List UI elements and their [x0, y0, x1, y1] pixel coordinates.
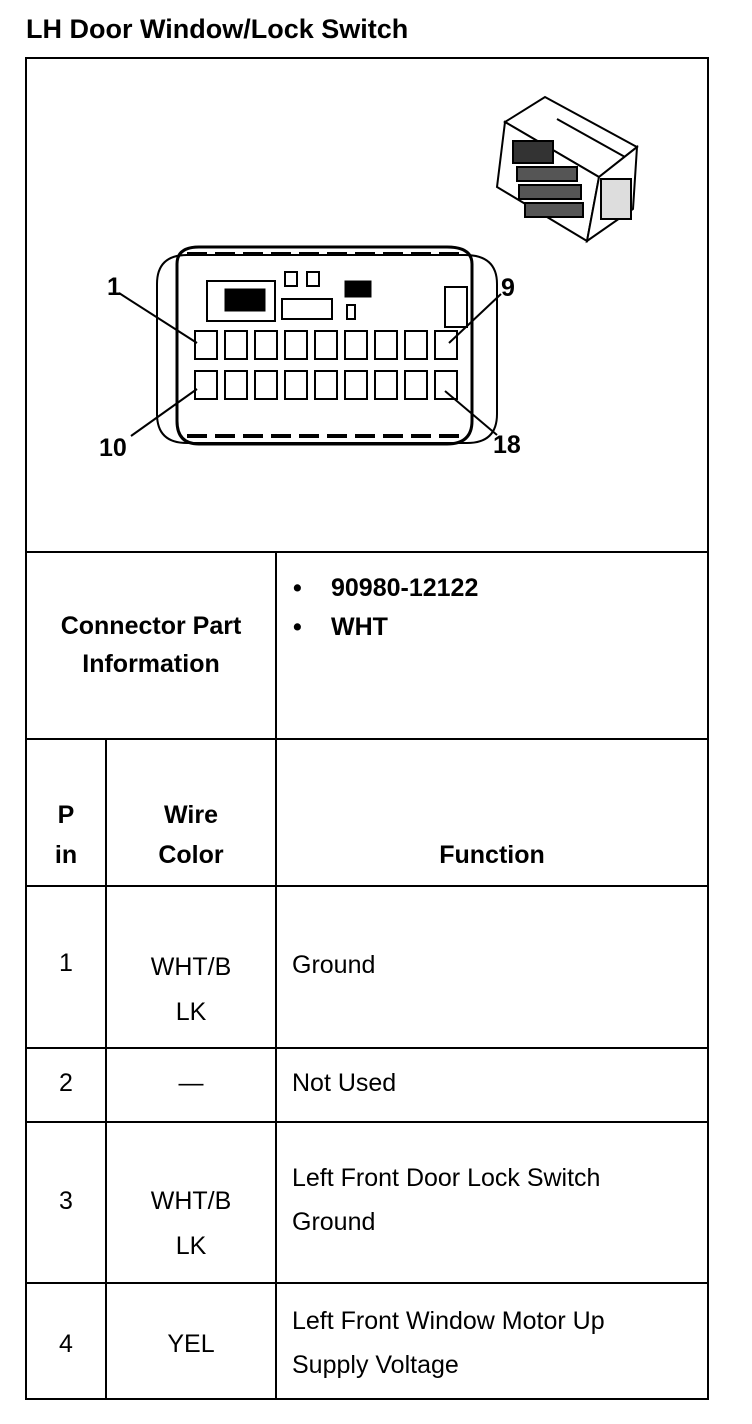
- pin-leader-lines: [118, 292, 502, 437]
- pin-label-9: 9: [501, 274, 515, 302]
- row-3-function: Left Front Door Lock Switch Ground: [292, 1164, 601, 1236]
- connector-3d-icon: [495, 95, 639, 244]
- row-1-pin: 1: [59, 949, 73, 977]
- header-wire-color: Wire Color: [158, 801, 224, 869]
- pin-row-bottom: [194, 370, 458, 400]
- row-1-wire-color: WHT/B LK: [150, 953, 232, 1026]
- row-3-pin: 3: [59, 1187, 73, 1215]
- pin-row-top: [194, 330, 458, 360]
- header-function: Function: [439, 841, 545, 869]
- page-title: LH Door Window/Lock Switch: [26, 14, 409, 44]
- connector-face-icon: [156, 245, 498, 446]
- row-4-function: Left Front Window Motor Up Supply Voltag…: [292, 1307, 605, 1379]
- pin-label-10: 10: [99, 434, 127, 462]
- connector-diagram: 1 9 10 18: [99, 95, 639, 462]
- row-2-pin: 2: [59, 1069, 73, 1097]
- header-pin: P in: [54, 801, 78, 869]
- row-1-function: Ground: [292, 951, 376, 979]
- connector-info-label: Connector Part Information: [60, 612, 242, 678]
- connector-info-items: 90980-12122 WHT: [293, 569, 693, 647]
- pin-label-1: 1: [107, 273, 121, 301]
- row-4-pin: 4: [59, 1330, 73, 1358]
- row-4-wire-color: YEL: [167, 1330, 215, 1358]
- connector-color: WHT: [293, 608, 693, 647]
- part-number: 90980-12122: [293, 569, 693, 608]
- pin-label-18: 18: [493, 431, 521, 459]
- row-2-function: Not Used: [292, 1069, 397, 1097]
- row-2-wire-color: —: [178, 1069, 204, 1097]
- row-3-wire-color: WHT/B LK: [150, 1187, 232, 1260]
- connector-table: 1 9 10 18 Connector Part Information 909…: [25, 57, 709, 1400]
